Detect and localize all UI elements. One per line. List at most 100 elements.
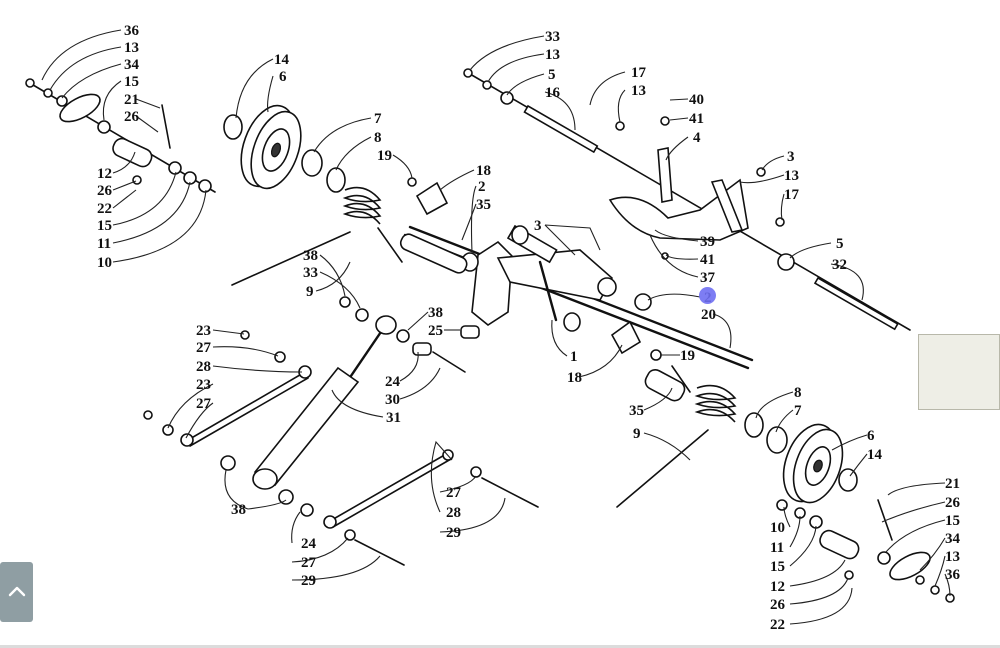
upper-arm-assembly (608, 147, 749, 241)
callout-label: 10 (97, 255, 112, 271)
callout-label: 9 (306, 284, 314, 300)
callout-label: 26 (945, 495, 961, 511)
side-panel (918, 334, 1000, 410)
callout-label: 18 (476, 163, 491, 179)
callout-label: 28 (446, 505, 461, 521)
callout-label: 40 (689, 92, 704, 108)
callout-label: 6 (279, 69, 287, 85)
callout-label: 11 (770, 540, 784, 556)
callout-label: 6 (867, 428, 875, 444)
torsion-spring-left (231, 186, 403, 286)
idler-wheel-lower-right (744, 412, 858, 504)
callout-label: 13 (784, 168, 799, 184)
callout-label: 23 (196, 377, 211, 393)
leader-lines (41, 29, 951, 625)
callout-label: 27 (196, 396, 212, 412)
callout-label: 10 (770, 520, 785, 536)
callout-label: 36 (945, 567, 961, 583)
callout-label: 34 (945, 531, 961, 547)
callout-label: 7 (374, 111, 382, 127)
link-rod-lower (329, 452, 449, 522)
shock-absorber (252, 315, 397, 490)
callout-label: 16 (545, 85, 561, 101)
callout-label: 23 (196, 323, 211, 339)
hotspot-marker[interactable] (699, 287, 716, 304)
callout-label: 12 (770, 579, 785, 595)
callout-label: 18 (567, 370, 582, 386)
callout-label: 17 (784, 187, 800, 203)
callout-label: 14 (274, 52, 290, 68)
callout-label: 38 (231, 502, 246, 518)
callout-label: 15 (945, 513, 960, 529)
callout-label: 1 (570, 349, 578, 365)
callout-label: 9 (633, 426, 641, 442)
callout-label: 13 (124, 40, 139, 56)
callout-label: 32 (832, 257, 847, 273)
callout-label: 27 (196, 340, 212, 356)
callout-label: 5 (836, 236, 844, 252)
callout-label: 12 (97, 166, 112, 182)
collapse-button[interactable] (0, 562, 33, 622)
hardware-parts (25, 68, 955, 603)
callout-label: 37 (700, 270, 716, 286)
callout-label: 26 (97, 183, 113, 199)
callout-label: 13 (545, 47, 560, 63)
callout-label: 35 (476, 197, 491, 213)
torsion-spring-right (616, 365, 737, 508)
callout-label: 3 (787, 149, 795, 165)
callout-label: 2 (478, 179, 486, 195)
callout-label: 39 (700, 234, 715, 250)
callout-label: 15 (770, 559, 785, 575)
bottom-divider (0, 645, 1000, 648)
callout-label: 24 (301, 536, 317, 552)
callout-label: 8 (794, 385, 802, 401)
callout-label: 14 (867, 447, 883, 463)
callout-label: 38 (428, 305, 443, 321)
callout-label: 34 (124, 57, 140, 73)
callout-label: 25 (428, 323, 443, 339)
callout-label: 19 (377, 148, 392, 164)
callout-label: 15 (97, 218, 112, 234)
callout-label: 13 (945, 549, 960, 565)
callout-label: 11 (97, 236, 111, 252)
callout-label: 8 (374, 130, 382, 146)
callout-label: 26 (124, 109, 140, 125)
parts-artwork (25, 68, 955, 603)
callout-label: 27 (446, 485, 462, 501)
link-rod-upper (187, 371, 306, 441)
callout-label: 19 (680, 348, 695, 364)
callout-label: 22 (97, 201, 112, 217)
callout-label: 5 (548, 67, 556, 83)
callout-label: 17 (631, 65, 647, 81)
idler-wheel-upper-left (223, 104, 346, 193)
callout-label: 29 (446, 525, 461, 541)
callout-label: 31 (386, 410, 401, 426)
callout-label: 13 (631, 83, 646, 99)
callout-label: 41 (689, 111, 704, 127)
callout-label: 21 (945, 476, 960, 492)
callout-label: 4 (693, 130, 701, 146)
callout-label: 33 (303, 265, 318, 281)
chevron-up-icon (8, 586, 25, 597)
callout-label: 41 (700, 252, 715, 268)
callout-label: 22 (770, 617, 785, 633)
callout-label: 3 (534, 218, 542, 234)
callout-label: 35 (629, 403, 644, 419)
callout-label: 24 (385, 374, 401, 390)
callout-label: 21 (124, 92, 139, 108)
callout-labels: 36 13 34 15 21 26 12 26 22 15 11 10 14 6… (97, 23, 961, 633)
callout-label: 29 (301, 573, 316, 589)
callout-label: 26 (770, 597, 786, 613)
callout-label: 7 (794, 403, 802, 419)
callout-label: 20 (701, 307, 716, 323)
callout-label: 15 (124, 74, 139, 90)
callout-label: 28 (196, 359, 211, 375)
callout-label: 36 (124, 23, 140, 39)
callout-label: 38 (303, 248, 318, 264)
callout-label: 27 (301, 555, 317, 571)
callout-label: 30 (385, 392, 400, 408)
callout-label: 33 (545, 29, 560, 45)
center-pivot-bracket (461, 224, 617, 332)
